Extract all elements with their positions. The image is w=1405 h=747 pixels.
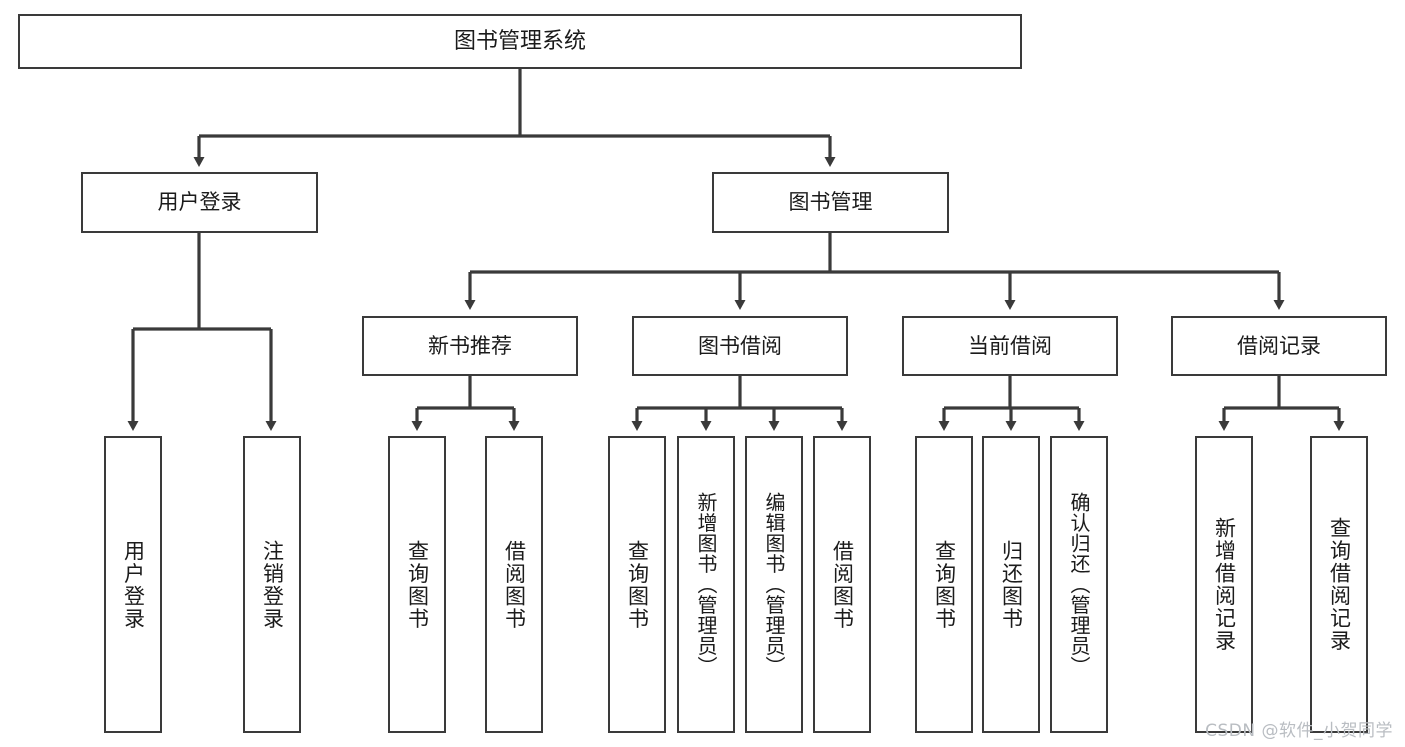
- leaf-edit-book[interactable]: 编辑图书（管理员）: [745, 436, 803, 733]
- leaf-user-login[interactable]: 用户登录: [104, 436, 162, 733]
- leaf-borrow-book-2[interactable]: 借阅图书: [813, 436, 871, 733]
- node-label: 查询图书: [405, 539, 430, 630]
- node-label: 新增图书（管理员）: [694, 492, 718, 677]
- node-label: 图书借阅: [698, 333, 782, 358]
- node-label: 用户登录: [121, 539, 146, 630]
- node-borrow-record[interactable]: 借阅记录: [1171, 316, 1387, 376]
- node-label: 新书推荐: [428, 333, 512, 358]
- leaf-query-book-3[interactable]: 查询图书: [915, 436, 973, 733]
- node-label: 图书管理系统: [453, 28, 586, 54]
- node-label: 注销登录: [260, 539, 285, 630]
- leaf-return-book[interactable]: 归还图书: [982, 436, 1040, 733]
- node-root-system[interactable]: 图书管理系统: [18, 14, 1022, 69]
- node-book-borrow[interactable]: 图书借阅: [632, 316, 848, 376]
- node-label: 借阅图书: [830, 539, 855, 630]
- leaf-borrow-book-1[interactable]: 借阅图书: [485, 436, 543, 733]
- node-book-management[interactable]: 图书管理: [712, 172, 949, 233]
- leaf-add-record[interactable]: 新增借阅记录: [1195, 436, 1253, 733]
- node-label: 借阅记录: [1237, 333, 1321, 358]
- watermark-text: CSDN @软件_小贺同学: [1205, 721, 1393, 741]
- node-label: 查询图书: [625, 539, 650, 630]
- node-label: 新增借阅记录: [1212, 517, 1237, 652]
- node-label: 借阅图书: [502, 539, 527, 630]
- node-label: 查询图书: [932, 539, 957, 630]
- node-label: 编辑图书（管理员）: [762, 492, 786, 677]
- node-new-book-recommend[interactable]: 新书推荐: [362, 316, 578, 376]
- leaf-add-book[interactable]: 新增图书（管理员）: [677, 436, 735, 733]
- leaf-query-book-2[interactable]: 查询图书: [608, 436, 666, 733]
- node-label: 用户登录: [157, 190, 242, 215]
- node-label: 当前借阅: [968, 333, 1052, 358]
- leaf-logout[interactable]: 注销登录: [243, 436, 301, 733]
- node-current-borrow[interactable]: 当前借阅: [902, 316, 1118, 376]
- node-label: 归还图书: [999, 539, 1024, 630]
- leaf-query-book-1[interactable]: 查询图书: [388, 436, 446, 733]
- node-label: 图书管理: [788, 190, 873, 215]
- leaf-query-record[interactable]: 查询借阅记录: [1310, 436, 1368, 733]
- node-label: 确认归还（管理员）: [1067, 492, 1091, 677]
- leaf-confirm-return[interactable]: 确认归还（管理员）: [1050, 436, 1108, 733]
- node-user-login[interactable]: 用户登录: [81, 172, 318, 233]
- node-label: 查询借阅记录: [1327, 517, 1352, 652]
